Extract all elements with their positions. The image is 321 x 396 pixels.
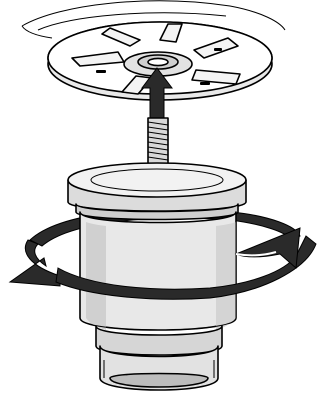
threaded-stud	[148, 118, 168, 164]
cylindrical-unit	[68, 163, 246, 390]
